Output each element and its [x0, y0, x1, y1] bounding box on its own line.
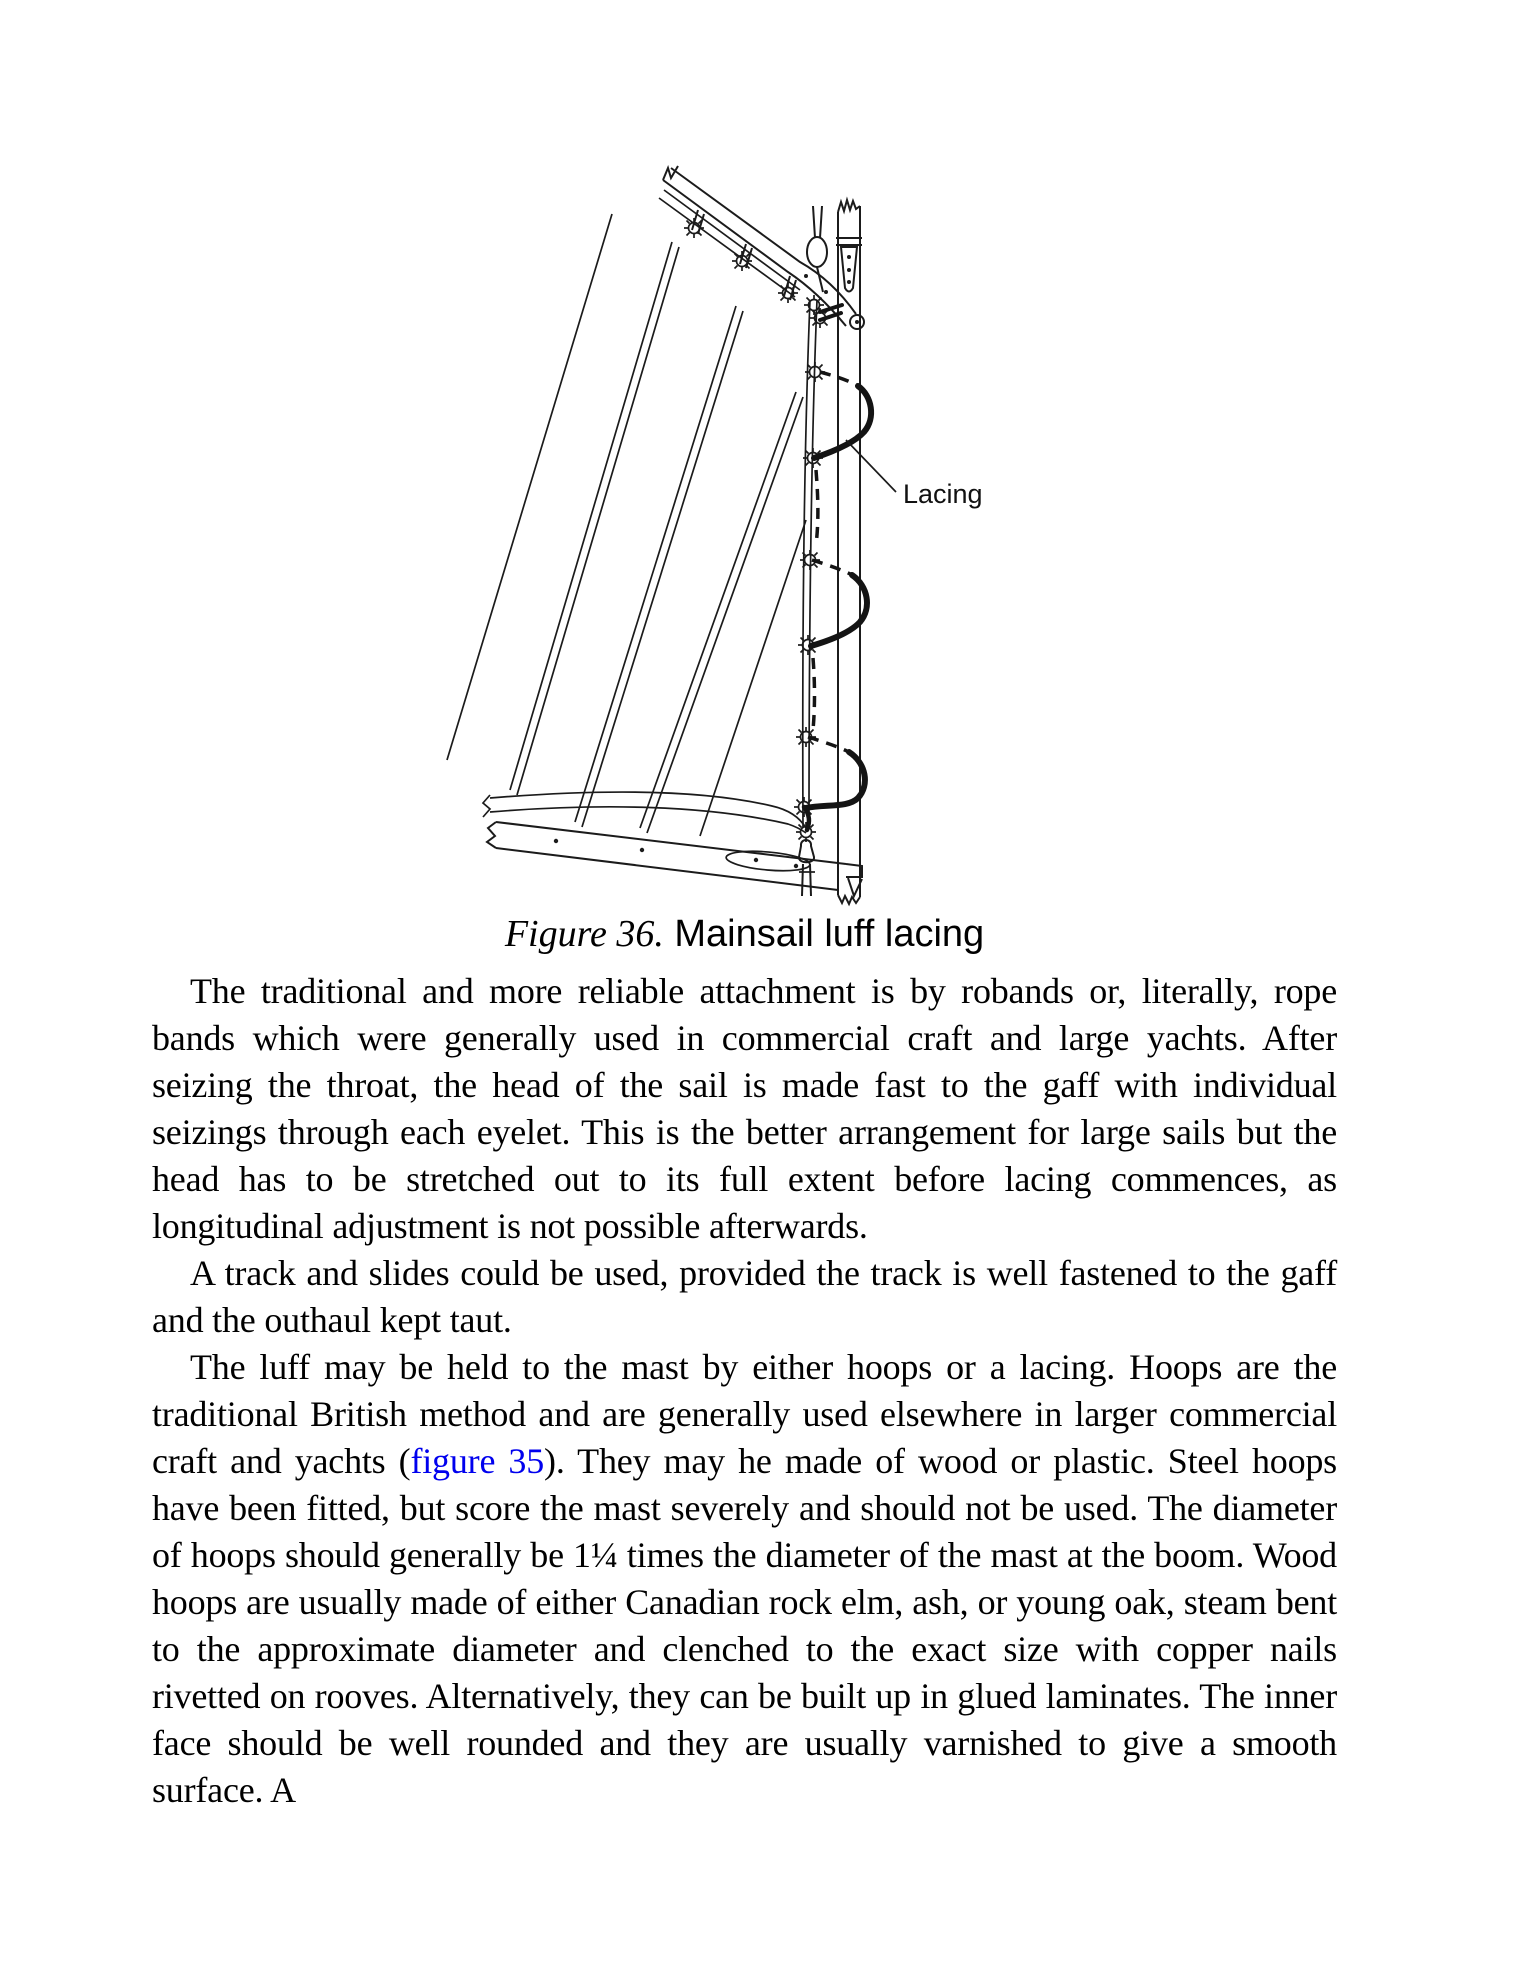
body-text: The traditional and more reliable attach… [152, 968, 1337, 1814]
paragraph-hoops-text-before: The luff may be held to the mast by eith… [152, 1347, 1337, 1481]
sail-body [446, 213, 831, 843]
paragraph-hoops-text-after: ). They may he made of wood or plastic. … [152, 1441, 1337, 1810]
sail-head-seizings [658, 189, 801, 304]
figure-caption-number: Figure 36. [504, 913, 664, 955]
gaff [662, 165, 865, 330]
lacing-leader-line [845, 439, 897, 493]
tack-fitting [798, 839, 815, 897]
paragraph-robands: The traditional and more reliable attach… [152, 971, 1337, 1246]
figure-caption-title: Mainsail luff lacing [663, 913, 985, 955]
paragraph-track-slides: A track and slides could be used, provid… [152, 1253, 1337, 1340]
luff-lacing-rope [801, 303, 875, 833]
mast [836, 196, 862, 907]
lacing-label: Lacing [903, 479, 983, 509]
figure-caption: Figure 36. Mainsail luff lacing [152, 912, 1337, 956]
halyard-and-block [806, 205, 828, 293]
paragraph-hoops: The luff may be held to the mast by eith… [152, 1344, 1337, 1814]
mainsail-luff-lacing-figure: Lacing [446, 165, 983, 907]
figure-35-link[interactable]: figure 35 [410, 1441, 545, 1481]
